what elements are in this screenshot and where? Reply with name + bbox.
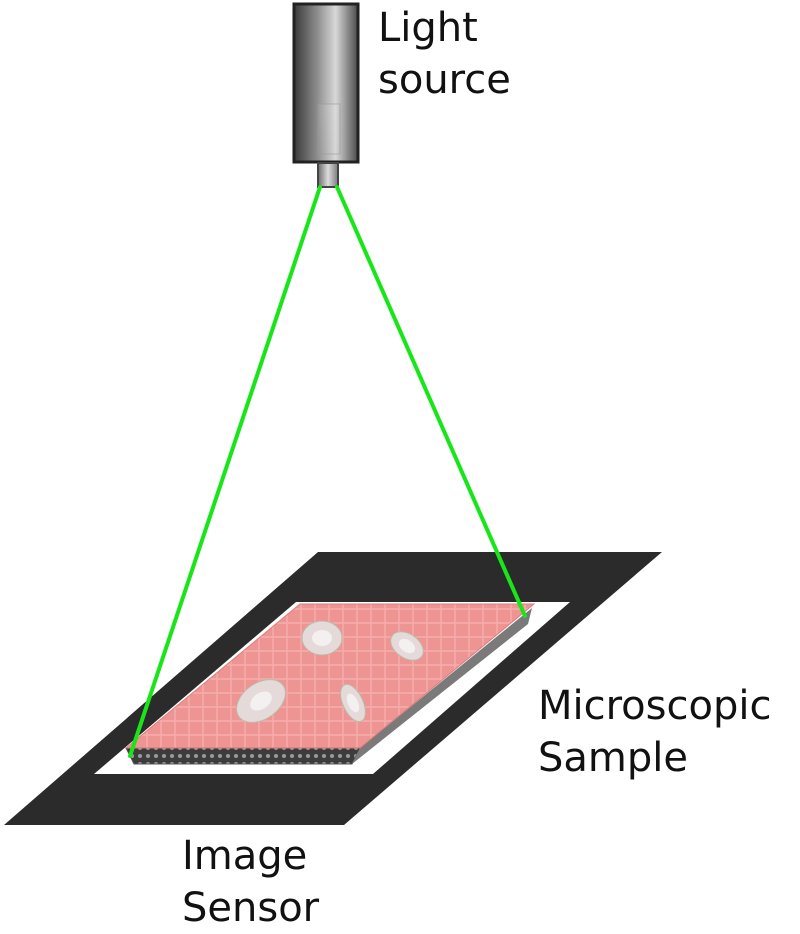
sample-slide-icon bbox=[124, 603, 536, 765]
cell-nucleus bbox=[346, 693, 360, 713]
cell-icon bbox=[390, 631, 424, 661]
microscopic-sample-label-line-2: Sample bbox=[538, 735, 688, 781]
beam-left bbox=[128, 185, 322, 758]
light-source-glare bbox=[317, 103, 341, 155]
cell-nucleus bbox=[312, 630, 332, 646]
image-sensor-label-line-2: Sensor bbox=[182, 885, 320, 931]
light-source-nozzle bbox=[317, 162, 339, 188]
cell-icon bbox=[236, 679, 286, 723]
microscopic-sample-label: Microscopic Sample bbox=[538, 680, 771, 784]
light-source-label-line-1: Light bbox=[378, 5, 478, 51]
image-sensor-label-line-1: Image bbox=[182, 833, 308, 879]
beam-right bbox=[335, 185, 527, 618]
image-sensor-label: Image Sensor bbox=[182, 830, 319, 934]
sensor-pixel-strip bbox=[125, 747, 361, 765]
sample-surface bbox=[124, 603, 536, 749]
cell-nucleus bbox=[250, 691, 272, 711]
light-source-label: Light source bbox=[378, 2, 511, 106]
cell-icon bbox=[301, 620, 343, 656]
sample-side-edge bbox=[352, 608, 532, 764]
cell-icon bbox=[340, 683, 366, 723]
cell-nucleus bbox=[398, 638, 416, 654]
light-source-icon bbox=[292, 2, 360, 188]
light-source-label-line-2: source bbox=[378, 57, 511, 103]
microscopic-sample-label-line-1: Microscopic bbox=[538, 683, 772, 729]
